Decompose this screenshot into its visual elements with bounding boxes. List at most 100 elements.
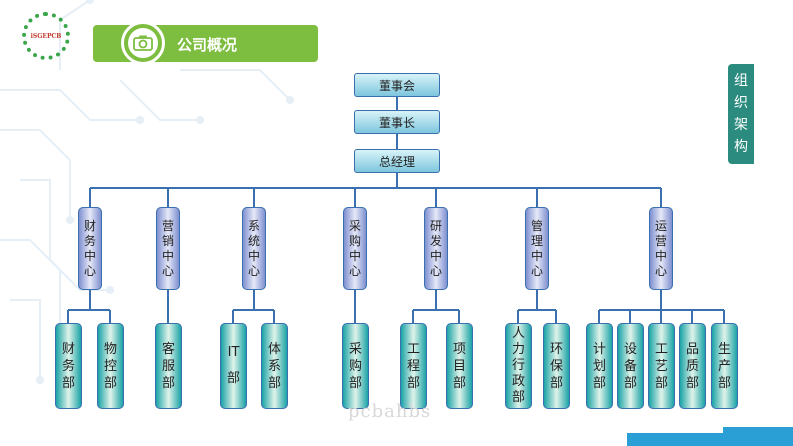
dept-char: 体 xyxy=(267,341,281,357)
center-char: 心 xyxy=(161,263,174,278)
dept-char: 部 xyxy=(654,375,668,391)
center-marketing: 营 销 中 心 xyxy=(156,207,180,290)
dept-quality: 品 质 部 xyxy=(679,323,706,409)
center-char: 务 xyxy=(83,233,96,248)
dept-char: 项 xyxy=(452,341,466,357)
center-char: 心 xyxy=(530,263,543,278)
center-system: 系 统 中 心 xyxy=(242,207,266,290)
center-purchasing: 采 购 中 心 xyxy=(343,207,367,290)
dept-char: 部 xyxy=(592,375,606,391)
center-char: 购 xyxy=(348,233,361,248)
chairman-label: 董事长 xyxy=(378,115,415,130)
dept-char: 目 xyxy=(452,358,466,374)
logo-text: iSGEPCB xyxy=(30,32,62,40)
dept-production: 生 产 部 xyxy=(711,323,738,409)
dept-engineering: 工 程 部 xyxy=(400,323,427,409)
center-char: 营 xyxy=(654,233,667,248)
general-manager-label: 总经理 xyxy=(378,154,415,169)
dept-equipment: 设 备 部 xyxy=(617,323,644,409)
dept-char: 部 xyxy=(549,375,563,391)
page-title: 公司概况 xyxy=(177,36,238,54)
footer-bar xyxy=(627,433,793,446)
center-char: 中 xyxy=(161,248,174,263)
center-char: 管 xyxy=(530,218,543,233)
dept-char: 部 xyxy=(452,375,466,391)
header-icon-badge xyxy=(121,21,165,65)
dept-char: 力 xyxy=(511,342,525,357)
center-char: 心 xyxy=(429,263,442,278)
dept-char: 备 xyxy=(623,358,637,374)
dept-char: 划 xyxy=(592,358,606,374)
side-tab-char: 架 xyxy=(734,117,748,133)
dept-char: 采 xyxy=(348,341,362,357)
center-char: 心 xyxy=(654,263,667,278)
watermark: pcbahbs xyxy=(348,401,432,422)
dept-char: 程 xyxy=(406,358,420,374)
center-management: 管 理 中 心 xyxy=(525,207,549,290)
dept-char: 客 xyxy=(161,341,175,357)
general-manager-box: 总经理 xyxy=(354,149,440,173)
dept-char: 部 xyxy=(267,375,281,391)
dept-char: 部 xyxy=(511,390,525,405)
center-finance: 财 务 中 心 xyxy=(78,207,102,290)
center-char: 运 xyxy=(654,218,667,233)
dept-system: 体 系 部 xyxy=(261,323,288,409)
side-tab-char: 构 xyxy=(734,139,748,155)
dept-planning: 计 划 部 xyxy=(586,323,613,409)
side-tab-char: 织 xyxy=(734,95,748,111)
center-char: 心 xyxy=(247,263,260,278)
center-char: 中 xyxy=(429,248,442,263)
dept-project: 项 目 部 xyxy=(446,323,473,409)
dept-char: 质 xyxy=(685,358,699,374)
center-char: 系 xyxy=(247,218,260,233)
dept-material-control: 物 控 部 xyxy=(97,323,124,409)
dept-char: 生 xyxy=(717,341,731,357)
center-char: 发 xyxy=(429,233,442,248)
board-box: 董事会 xyxy=(354,73,440,97)
side-tab-char: 组 xyxy=(734,73,748,89)
dept-char: 部 xyxy=(623,375,637,391)
center-char: 中 xyxy=(247,248,260,263)
dept-char: 工 xyxy=(406,341,420,357)
center-char: 理 xyxy=(530,233,543,248)
dept-char: 部 xyxy=(717,375,731,391)
center-char: 中 xyxy=(83,248,96,263)
dept-char: 艺 xyxy=(654,358,668,374)
center-char: 财 xyxy=(83,218,96,233)
dept-char: 工 xyxy=(654,341,668,357)
dept-char: 务 xyxy=(61,358,75,374)
dept-char: 政 xyxy=(511,374,525,389)
center-char: 采 xyxy=(348,218,361,233)
footer-accent-bar xyxy=(723,427,793,433)
dept-char: 部 xyxy=(161,375,175,391)
dept-char: 行 xyxy=(511,358,525,373)
dept-hr-admin: 人 力 行 政 部 xyxy=(505,323,532,409)
center-char: 营 xyxy=(161,218,174,233)
dept-char: 部 xyxy=(103,375,117,391)
center-char: 统 xyxy=(247,233,260,248)
center-rnd: 研 发 中 心 xyxy=(424,207,448,290)
dept-char: 控 xyxy=(103,358,117,374)
board-label: 董事会 xyxy=(378,78,415,93)
dept-it: IT 部 xyxy=(220,323,247,409)
dept-char: 环 xyxy=(549,341,563,357)
dept-char: 设 xyxy=(623,341,637,357)
dept-char: 品 xyxy=(685,341,699,357)
center-char: 心 xyxy=(348,263,361,278)
dept-char: 部 xyxy=(61,375,75,391)
camera-icon xyxy=(133,35,153,51)
center-char: 中 xyxy=(348,248,361,263)
dept-char: 财 xyxy=(61,341,75,357)
dept-char: 服 xyxy=(161,358,175,374)
dept-char: 部 xyxy=(685,375,699,391)
dept-char: 部 xyxy=(348,375,362,391)
center-char: 研 xyxy=(429,218,442,233)
dept-finance: 财 务 部 xyxy=(55,323,82,409)
center-char: 中 xyxy=(530,248,543,263)
company-logo: iSGEPCB xyxy=(22,12,70,60)
center-char: 心 xyxy=(83,263,96,278)
dept-char: 产 xyxy=(717,358,731,374)
dept-purchasing: 采 购 部 xyxy=(342,323,369,409)
side-tab: 组 织 架 构 xyxy=(728,64,754,164)
